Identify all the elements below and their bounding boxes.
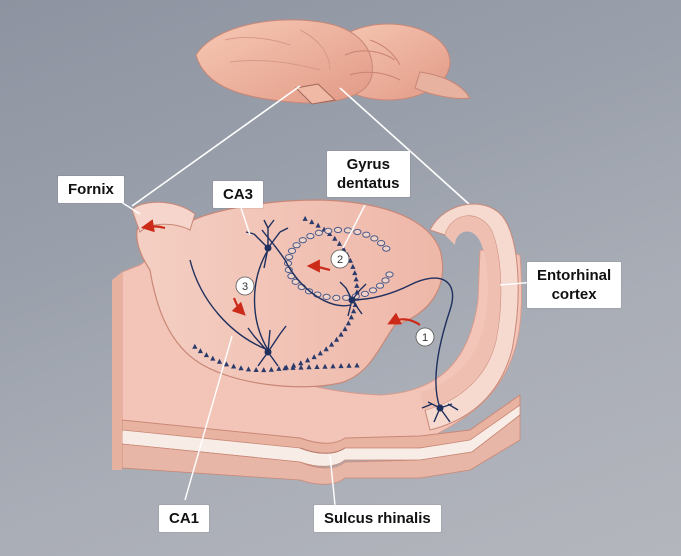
- granule-cell: [299, 238, 306, 243]
- granule-cell: [288, 248, 295, 253]
- granule-cell: [354, 229, 361, 234]
- granule-cell: [382, 278, 389, 283]
- granule-cell: [333, 295, 340, 300]
- rat-brain-icon: [196, 20, 470, 104]
- granule-cell: [376, 283, 383, 288]
- step-number-1: 1: [422, 332, 428, 344]
- label-sulcus-rhinalis: Sulcus rhinalis: [314, 505, 441, 532]
- granule-cell: [325, 228, 332, 233]
- granule-cell: [371, 236, 378, 241]
- granule-cell: [363, 232, 370, 237]
- step-number-3: 3: [242, 281, 248, 293]
- label-ca1: CA1: [159, 505, 209, 532]
- granule-cell: [307, 234, 314, 239]
- granule-cell: [383, 246, 390, 251]
- granule-cell: [315, 230, 322, 235]
- label-fornix: Fornix: [58, 176, 124, 203]
- granule-cell: [293, 243, 300, 248]
- zoom-lines: [132, 86, 470, 206]
- label-ca3: CA3: [213, 181, 263, 208]
- step-number-2: 2: [337, 254, 343, 266]
- brain-slice: [112, 200, 522, 484]
- label-gyrus-dentatus: Gyrus dentatus: [327, 151, 410, 197]
- granule-cell: [369, 288, 376, 293]
- granule-cell: [378, 241, 385, 246]
- granule-cell: [361, 291, 368, 296]
- granule-cell: [386, 272, 393, 277]
- granule-cell: [334, 227, 341, 232]
- label-entorhinal-cortex: Entorhinal cortex: [527, 262, 621, 308]
- granule-cell: [286, 255, 293, 260]
- granule-cell: [323, 294, 330, 299]
